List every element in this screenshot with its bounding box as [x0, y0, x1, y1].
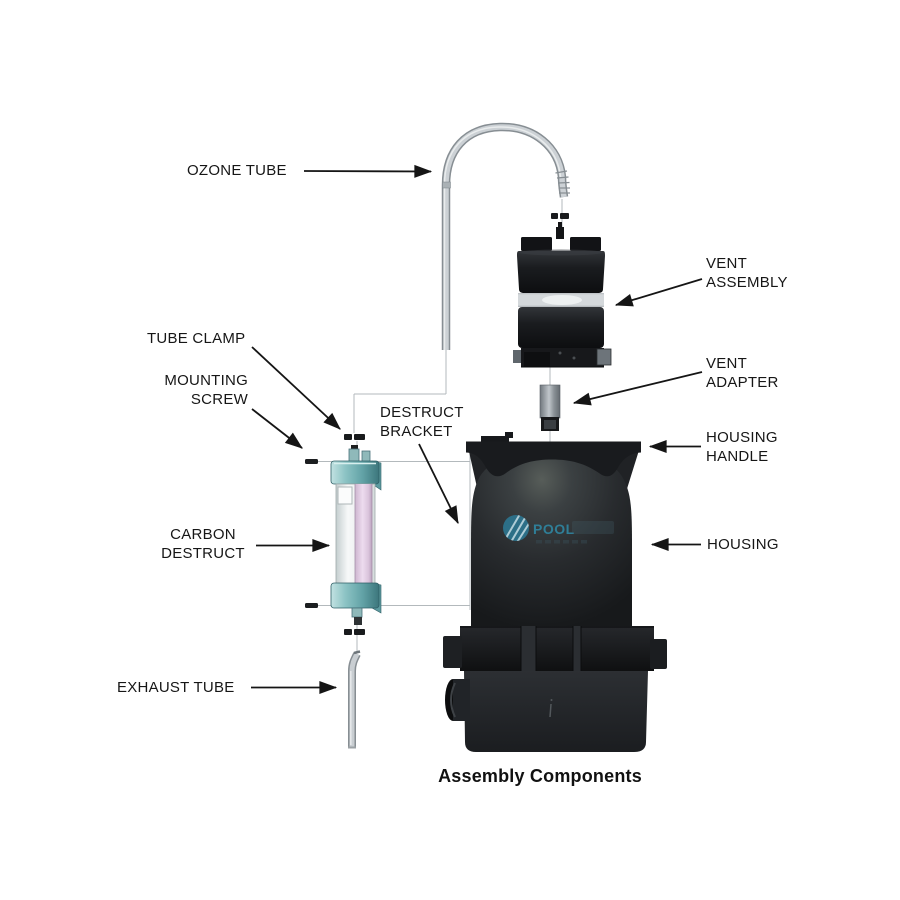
- exhaust-tube-label: EXHAUST TUBE: [117, 679, 235, 696]
- tube-clamp-arrow: [251, 346, 341, 430]
- mounting-screw-arrow: [251, 408, 303, 449]
- mounting-screw-part: [305, 459, 318, 608]
- diagram-caption: Assembly Components: [438, 766, 642, 786]
- housing-handle-part: [466, 441, 641, 477]
- housing-handle-label: HOUSING HANDLE: [706, 429, 778, 465]
- destruct-bracket-label: DESTRUCT BRACKET: [380, 404, 464, 440]
- vent-adapter-part: [539, 384, 561, 431]
- tube-clamp-part: [344, 213, 569, 635]
- vent-adapter-label: VENT ADAPTER: [706, 355, 779, 391]
- vent-adapter-arrow: [572, 371, 703, 406]
- mounting-screw-label: MOUNTING SCREW: [164, 372, 248, 408]
- exhaust-tube-part: [348, 650, 361, 749]
- housing-part: POOL: [443, 432, 667, 752]
- tube-ribs: [555, 170, 570, 194]
- housing-body: [471, 451, 632, 628]
- ozone-tube-arrow: [303, 164, 433, 178]
- vent-assembly-label: VENT ASSEMBLY: [706, 255, 788, 291]
- brand-logo: POOL: [503, 515, 614, 544]
- housing-label: HOUSING: [707, 536, 779, 553]
- ozone-tube-label: OZONE TUBE: [187, 162, 287, 179]
- carbon-destruct-part: [330, 445, 382, 625]
- tube-clamp-label: TUBE CLAMP: [147, 330, 246, 347]
- logo-text: POOL: [533, 521, 575, 537]
- destruct-bracket-arrow: [418, 443, 459, 525]
- vent-assembly-arrow: [614, 278, 703, 307]
- carbon-destruct-label: CARBON DESTRUCT: [161, 526, 245, 562]
- vent-assembly-part: [513, 222, 612, 368]
- ozone-tube-part: [441, 122, 570, 350]
